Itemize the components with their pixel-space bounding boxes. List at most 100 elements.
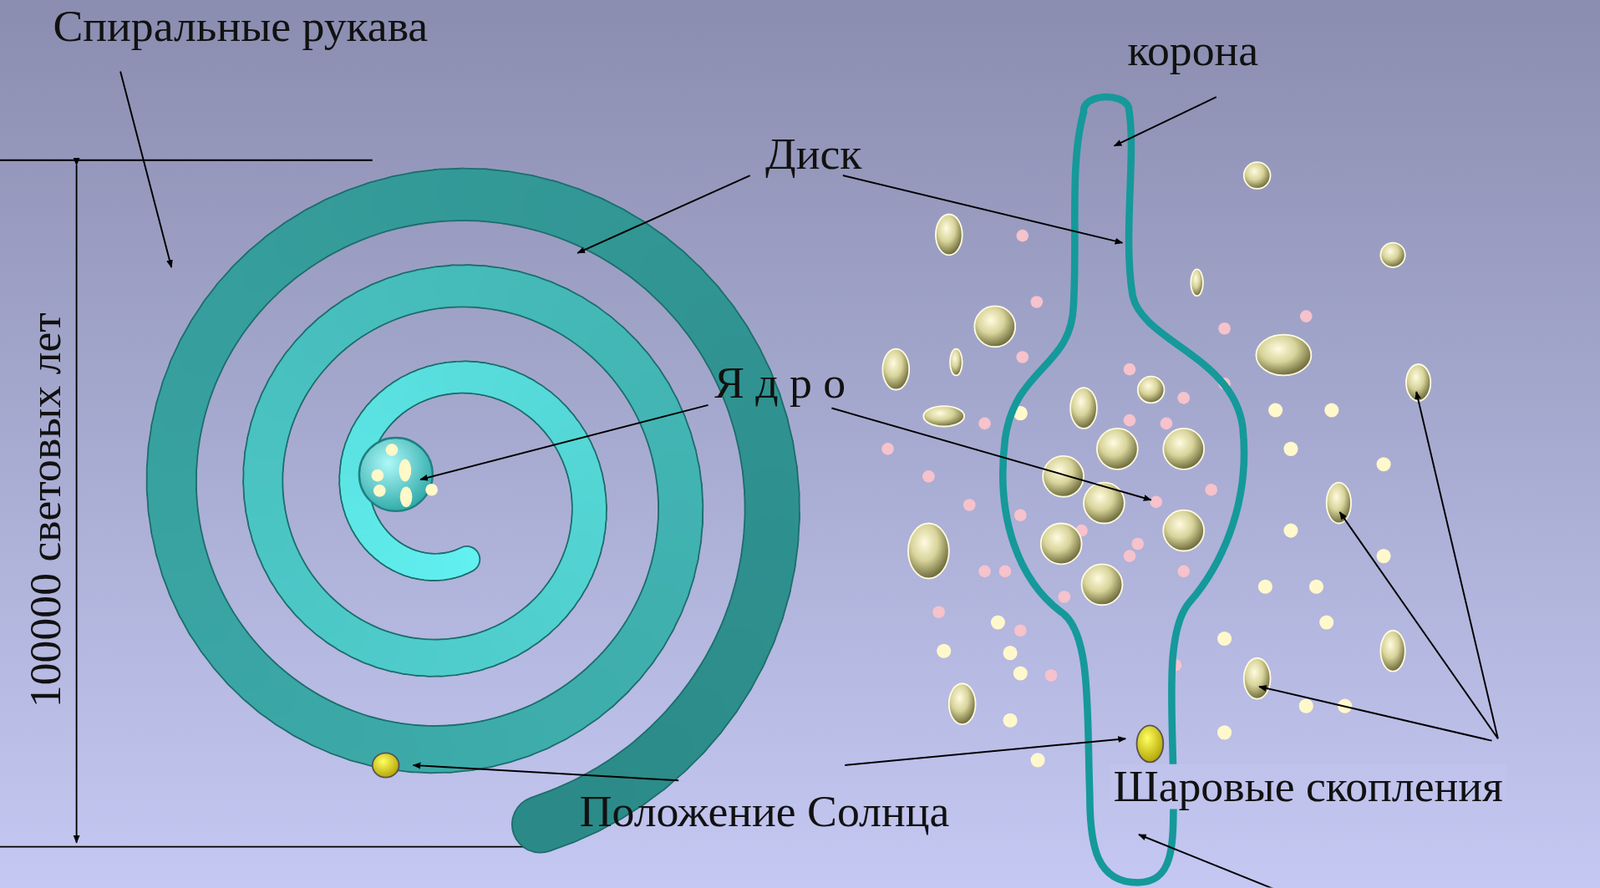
corona-label: корона [1127,28,1260,74]
globular-cluster [949,683,976,725]
star-dot [978,565,991,579]
globular-cluster [1163,428,1204,470]
globular-cluster [1190,269,1204,296]
globular-cluster [908,523,950,580]
star-dot [386,443,399,457]
star-dot [881,442,894,456]
star-dot [1015,229,1029,243]
star-dot [1299,699,1314,714]
star-dot [922,470,935,483]
star-dot [1283,523,1298,539]
globular-cluster [1081,563,1123,605]
star-dot [990,614,1006,630]
globular-cluster [1083,482,1125,524]
star-dot [1014,508,1027,522]
disk-label: Диск [765,132,862,178]
leader-line [413,765,680,781]
nucleus-stars [371,443,438,508]
globular-cluster [1070,387,1098,429]
star-dot [1319,614,1334,630]
leader-line [1114,96,1217,147]
sun-position [1137,725,1164,762]
star-dot [1204,483,1218,497]
leader-line [843,175,1123,244]
star-dot [425,483,438,497]
clusters-label: Шаровые скопления [1110,764,1507,810]
star-dot [1218,322,1231,336]
leader-line [120,71,172,267]
leader-line [844,738,1126,766]
sun-label: Положение Солнца [579,789,950,835]
spiral-arm-segment [540,816,564,825]
star-dot [1003,713,1018,728]
galaxy-nucleus [359,437,433,512]
spiral-arms [171,194,773,825]
star-dot [932,605,945,619]
globular-cluster [1326,482,1352,524]
star-dot [1031,295,1044,309]
star-dot [1003,645,1018,661]
star-dot [1031,752,1046,767]
globular-cluster [1137,376,1165,404]
sun-position [372,752,400,778]
leader-line [420,405,708,480]
star-dot [963,498,976,512]
star-dot [1015,350,1029,364]
star-dot [1258,579,1273,595]
dimension-lines [0,160,546,848]
globular-cluster [1380,243,1405,268]
arms-label: Спиральные рукава [53,4,429,50]
leader-line [831,408,1151,501]
star-dot [1131,538,1144,551]
globular-cluster [1244,162,1271,189]
star-dot [1376,457,1392,472]
globular-cluster [935,213,963,255]
leader-line [1416,391,1499,739]
star-dot [1177,565,1190,579]
star-dot [371,469,385,483]
star-dot [1045,669,1058,682]
star-dot [1123,414,1137,427]
leader-line [577,175,750,254]
star-dot [400,487,413,508]
star-dot [978,417,991,431]
nucleus-label: Я д р о [714,360,846,407]
star-dot [999,565,1012,579]
star-dot [1324,402,1339,417]
globular-cluster [1041,523,1082,565]
globular-cluster [949,349,963,376]
star-dot [1376,548,1392,564]
star-dot [1123,363,1137,376]
star-dot [936,644,951,659]
star-dot [1177,391,1190,405]
star-dot [1160,417,1174,431]
star-dot [1013,666,1028,681]
star-dot [1057,590,1071,604]
star-dot [1217,725,1232,740]
leader-line [1340,512,1499,739]
globular-cluster [882,349,910,391]
star-dot [1123,549,1137,563]
globular-cluster [1097,428,1138,470]
globular-cluster [1255,335,1311,376]
dimension-arrow [76,165,78,844]
globular-cluster [1406,364,1431,402]
leader-line [1259,686,1492,742]
dimension-extension [0,159,373,162]
star-dot [1309,579,1324,595]
globular-cluster [1380,630,1405,672]
star-dot [1217,631,1232,646]
leader-line [1138,834,1276,888]
star-dot [1149,496,1163,509]
star-dot [1283,441,1298,457]
globular-cluster [923,406,965,427]
dimension-extension [0,846,546,849]
star-dot [1300,309,1313,323]
globular-cluster [1244,658,1271,700]
globular-cluster [974,305,1016,347]
globular-cluster [1163,510,1204,552]
star-dot [1268,402,1283,417]
star-dot [1014,624,1027,637]
globular-cluster [1042,456,1084,498]
